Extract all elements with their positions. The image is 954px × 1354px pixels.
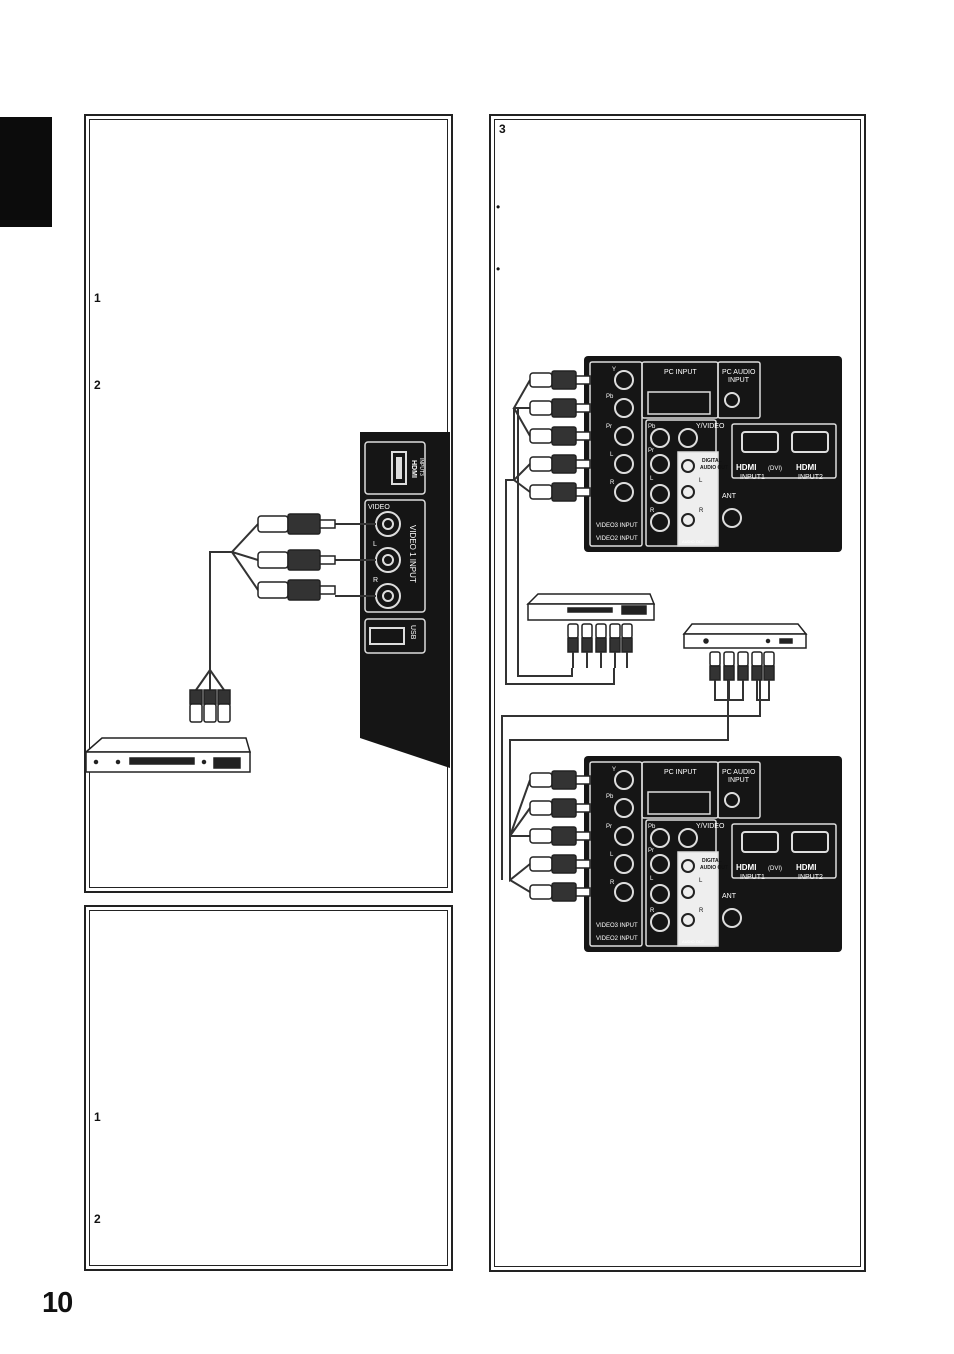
svg-text:R: R <box>699 508 704 514</box>
svg-text:Pr: Pr <box>648 448 654 454</box>
bullet: • <box>496 262 501 276</box>
dvd-player <box>84 737 251 773</box>
svg-text:L: L <box>699 478 703 484</box>
step-number: 1 <box>94 1110 101 1124</box>
svg-text:Pb: Pb <box>648 824 656 830</box>
video1-input-label: VIDEO 1 INPUT <box>408 525 417 583</box>
svg-text:R: R <box>610 880 615 886</box>
step-number: 2 <box>94 1212 101 1226</box>
svg-text:VIDEO2 INPUT: VIDEO2 INPUT <box>596 936 638 942</box>
svg-text:Pb: Pb <box>648 424 656 430</box>
svg-text:Y: Y <box>612 367 616 373</box>
right-section <box>489 114 866 1272</box>
left-bottom-section <box>84 905 453 1271</box>
usb-label: USB <box>409 625 416 640</box>
svg-text:Y/VIDEO: Y/VIDEO <box>696 423 725 430</box>
svg-text:INPUT: INPUT <box>728 377 750 384</box>
bullet: • <box>496 200 501 214</box>
svg-text:L: L <box>373 541 377 548</box>
side-panel <box>360 432 450 768</box>
svg-text:VIDEO3 INPUT: VIDEO3 INPUT <box>596 923 638 929</box>
svg-text:Pb: Pb <box>606 394 614 400</box>
svg-text:Pb: Pb <box>606 794 614 800</box>
svg-text:HDMI: HDMI <box>796 463 816 472</box>
svg-text:Y/VIDEO: Y/VIDEO <box>696 823 725 830</box>
svg-text:(DVI): (DVI) <box>768 466 782 472</box>
dvd-player-right <box>526 593 656 621</box>
svg-text:AUDIO OUT: AUDIO OUT <box>682 539 705 544</box>
svg-text:L: L <box>610 452 614 458</box>
svg-text:Y: Y <box>612 767 616 773</box>
svg-text:HDMI: HDMI <box>736 863 756 872</box>
page-number: 10 <box>42 1287 73 1319</box>
svg-text:INPUT2: INPUT2 <box>798 874 823 881</box>
set-top-box <box>682 623 808 649</box>
svg-text:PC INPUT: PC INPUT <box>664 369 697 376</box>
svg-text:L: L <box>699 878 703 884</box>
svg-text:PC AUDIO: PC AUDIO <box>722 369 756 376</box>
dvd-output-plugs <box>567 623 633 653</box>
rca-plugs <box>189 513 336 723</box>
svg-text:DIGITAL: DIGITAL <box>702 458 722 464</box>
svg-text:L: L <box>650 476 654 482</box>
svg-text:INPUT1: INPUT1 <box>740 474 765 481</box>
svg-text:HDMI: HDMI <box>736 463 756 472</box>
step-number: 1 <box>94 291 101 305</box>
svg-text:Pr: Pr <box>606 824 612 830</box>
svg-text:AUDIO OUT: AUDIO OUT <box>682 939 705 944</box>
svg-text:INPUT2: INPUT2 <box>798 474 823 481</box>
step-number: 3 <box>499 122 506 136</box>
svg-text:R: R <box>650 508 655 514</box>
svg-text:INPUT3: INPUT3 <box>418 458 424 476</box>
svg-text:L: L <box>650 876 654 882</box>
svg-text:VIDEO2 INPUT: VIDEO2 INPUT <box>596 536 638 542</box>
svg-text:PC INPUT: PC INPUT <box>664 769 697 776</box>
svg-text:AUDIO OUT: AUDIO OUT <box>700 465 728 471</box>
svg-text:HDMI: HDMI <box>796 863 816 872</box>
svg-text:R: R <box>699 908 704 914</box>
svg-text:Pr: Pr <box>648 848 654 854</box>
stb-output-plugs <box>709 651 775 681</box>
svg-text:(DVI): (DVI) <box>768 866 782 872</box>
svg-text:PC AUDIO: PC AUDIO <box>722 769 756 776</box>
chapter-tab <box>0 117 52 227</box>
svg-text:ANT: ANT <box>722 893 737 900</box>
svg-text:DIGITAL: DIGITAL <box>702 858 722 864</box>
svg-text:AUDIO OUT: AUDIO OUT <box>700 865 728 871</box>
hdmi-side-label: HDMI <box>410 460 417 478</box>
svg-text:R: R <box>650 908 655 914</box>
svg-text:INPUT: INPUT <box>728 777 750 784</box>
svg-text:L: L <box>610 852 614 858</box>
svg-text:R: R <box>373 577 378 584</box>
svg-text:Pr: Pr <box>606 424 612 430</box>
svg-text:R: R <box>610 480 615 486</box>
svg-text:VIDEO3 INPUT: VIDEO3 INPUT <box>596 523 638 529</box>
svg-text:ANT: ANT <box>722 493 737 500</box>
step-number: 2 <box>94 378 101 392</box>
video-jack-label: VIDEO <box>368 504 390 511</box>
svg-text:INPUT1: INPUT1 <box>740 874 765 881</box>
